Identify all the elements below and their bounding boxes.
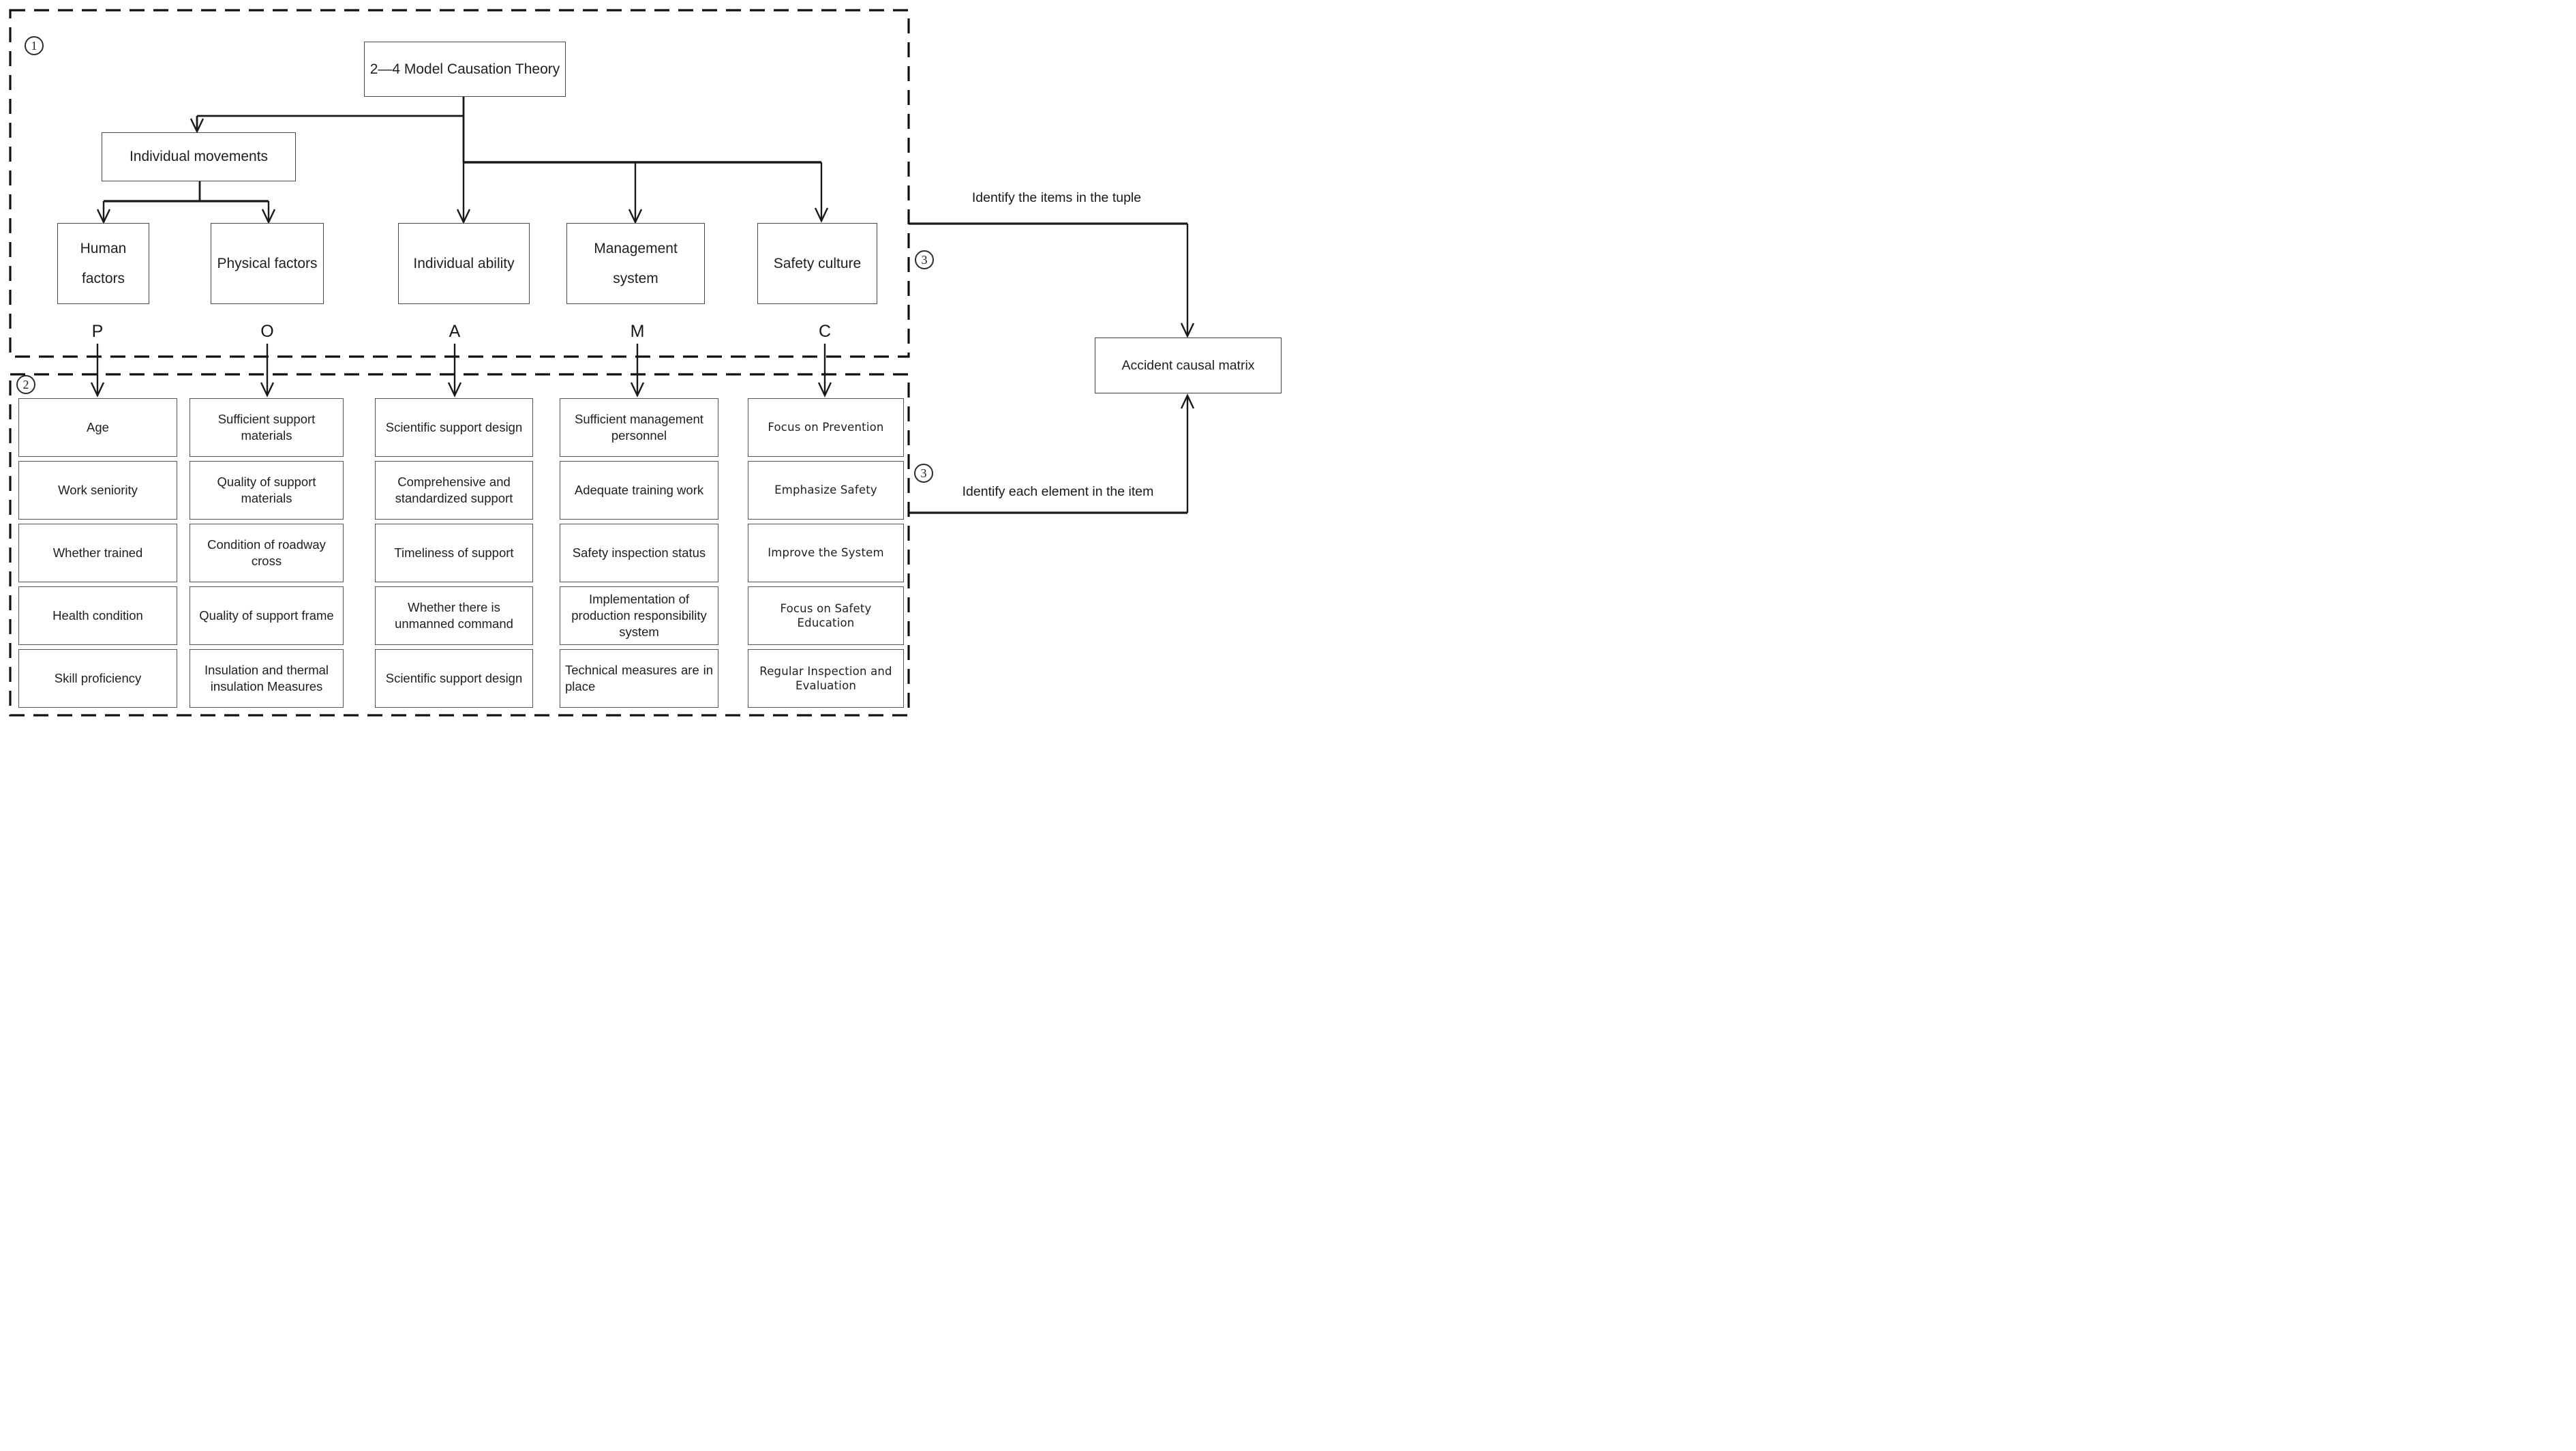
- item-box-p-2: Whether trained: [18, 524, 177, 582]
- arrowhead-down-icon: [90, 382, 105, 398]
- item-box-c-2: Improve the System: [748, 524, 904, 582]
- element-step-label: Identify each element in the item: [962, 484, 1154, 499]
- item-box-c-4: Regular Inspection and Evaluation: [748, 649, 904, 708]
- column-m: Sufficient management personnel Adequate…: [560, 398, 718, 708]
- movements-box: Individual movements: [102, 132, 296, 181]
- arrowhead-down-icon: [456, 209, 471, 224]
- item-box-m-3: Implementation of production responsibil…: [560, 586, 718, 645]
- factor-box-management: Management system: [566, 223, 705, 304]
- item-box-c-1: Emphasize Safety: [748, 461, 904, 520]
- step3-badge-bottom: 3: [914, 464, 933, 483]
- item-box-p-3: Health condition: [18, 586, 177, 645]
- item-box-o-2: Condition of roadway cross: [190, 524, 344, 582]
- section2-badge: 2: [16, 375, 35, 394]
- item-box-o-3: Quality of support frame: [190, 586, 344, 645]
- arrowhead-down-icon: [814, 207, 829, 223]
- item-box-a-3: Whether there is unmanned command: [375, 586, 533, 645]
- matrix-box: Accident causal matrix: [1095, 338, 1282, 393]
- factor-letter-a: A: [449, 322, 461, 341]
- item-box-m-0: Sufficient management personnel: [560, 398, 718, 457]
- section1-frame: [9, 9, 910, 358]
- step3-badge-top: 3: [915, 250, 934, 269]
- item-box-a-0: Scientific support design: [375, 398, 533, 457]
- diagram-canvas: 1 2 3 3 2—4 Model Causation Theory Indiv…: [0, 0, 1288, 726]
- factor-box-human: Human factors: [57, 223, 149, 304]
- factor-box-ability: Individual ability: [398, 223, 530, 304]
- root-box: 2—4 Model Causation Theory: [364, 42, 566, 97]
- factor-letter-m: M: [630, 322, 645, 341]
- item-box-c-0: Focus on Prevention: [748, 398, 904, 457]
- section1-badge: 1: [25, 36, 44, 55]
- item-box-a-4: Scientific support design: [375, 649, 533, 708]
- connector-lines: [9, 9, 1195, 717]
- item-box-m-2: Safety inspection status: [560, 524, 718, 582]
- arrowhead-down-icon: [190, 118, 204, 134]
- item-box-o-4: Insulation and thermal insulation Measur…: [190, 649, 344, 708]
- arrowhead-down-icon: [630, 382, 645, 398]
- item-box-a-1: Comprehensive and standardized support: [375, 461, 533, 520]
- arrowhead-down-icon: [96, 209, 111, 224]
- item-box-a-2: Timeliness of support: [375, 524, 533, 582]
- column-p: Age Work seniority Whether trained Healt…: [18, 398, 177, 708]
- item-box-p-4: Skill proficiency: [18, 649, 177, 708]
- column-a: Scientific support design Comprehensive …: [375, 398, 533, 708]
- item-box-o-0: Sufficient support materials: [190, 398, 344, 457]
- factor-box-culture: Safety culture: [757, 223, 877, 304]
- arrowhead-down-icon: [260, 382, 275, 398]
- arrowhead-down-icon: [1180, 323, 1195, 338]
- tuple-step-label: Identify the items in the tuple: [971, 190, 1142, 205]
- item-box-c-3: Focus on Safety Education: [748, 586, 904, 645]
- factor-letter-o: O: [260, 322, 274, 341]
- arrowhead-down-icon: [628, 209, 643, 224]
- arrowhead-down-icon: [447, 382, 462, 398]
- factor-letter-p: P: [91, 322, 104, 341]
- column-c: Focus on Prevention Emphasize Safety Imp…: [748, 398, 904, 708]
- arrowhead-down-icon: [817, 382, 832, 398]
- column-o: Sufficient support materials Quality of …: [190, 398, 344, 708]
- item-box-m-1: Adequate training work: [560, 461, 718, 520]
- arrowhead-up-icon: [1180, 393, 1195, 409]
- factor-box-physical: Physical factors: [211, 223, 324, 304]
- arrowhead-down-icon: [261, 209, 276, 224]
- item-box-m-4: Technical measures are in place: [560, 649, 718, 708]
- item-box-p-0: Age: [18, 398, 177, 457]
- item-box-p-1: Work seniority: [18, 461, 177, 520]
- item-box-o-1: Quality of support materials: [190, 461, 344, 520]
- factor-letter-c: C: [818, 322, 832, 341]
